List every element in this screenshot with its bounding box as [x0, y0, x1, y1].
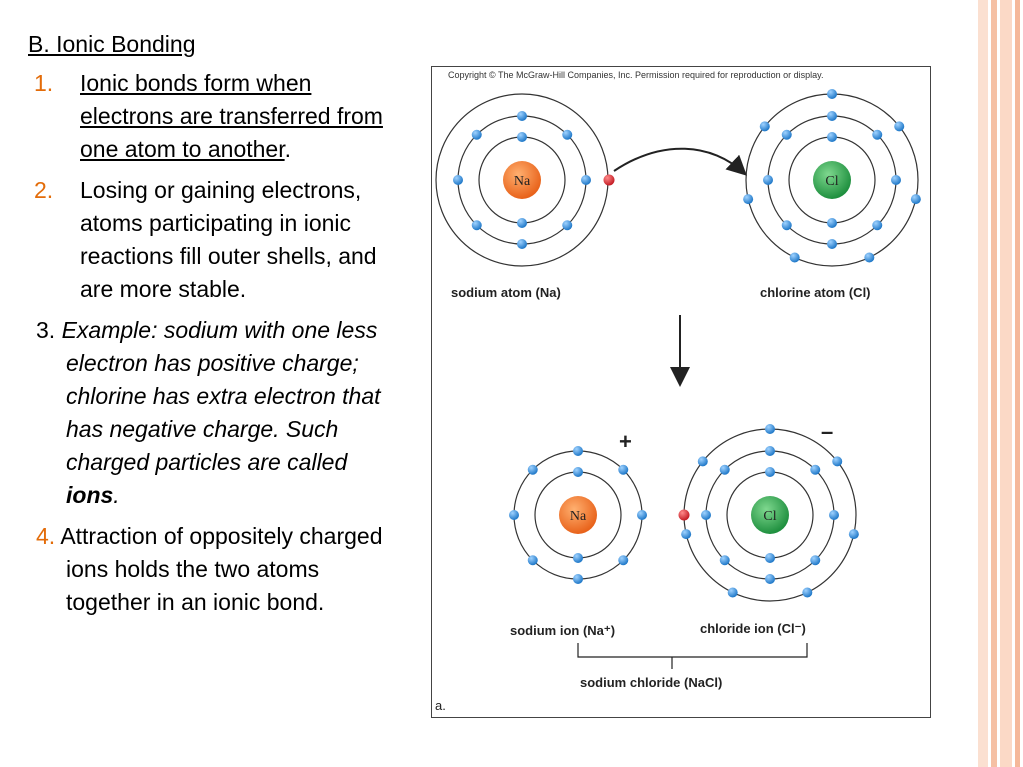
chlorine-atom-label: chlorine atom (Cl) — [760, 285, 871, 300]
item-text: Ionic bonds form when electrons are tran… — [80, 70, 383, 162]
electron — [562, 220, 573, 231]
electron — [765, 446, 775, 456]
sodium-atom-symbol: Na — [514, 174, 531, 189]
chloride-ion-nucleus — [751, 496, 789, 534]
electron — [832, 456, 843, 467]
item-keyword: ions — [66, 482, 114, 508]
electron — [894, 121, 905, 132]
decor-stripe — [1000, 0, 1012, 767]
gained-electron — [678, 509, 690, 521]
electron — [727, 587, 738, 598]
electron — [527, 464, 538, 475]
electron — [517, 239, 527, 249]
electron — [763, 175, 773, 185]
sodium-atom-nucleus — [503, 161, 541, 199]
electron — [827, 89, 837, 99]
decor-stripe — [1015, 0, 1020, 767]
electron — [573, 553, 583, 563]
item-text: Attraction of oppositely charged ions ho… — [60, 523, 383, 615]
electron — [810, 464, 821, 475]
electron — [789, 252, 800, 263]
electron — [517, 218, 527, 228]
list-item: 2. Losing or gaining electrons, atoms pa… — [28, 174, 398, 306]
item-number: 3. — [36, 317, 56, 343]
electron — [765, 553, 775, 563]
item-number: 4. — [36, 523, 56, 549]
electron — [637, 510, 647, 520]
electron — [864, 252, 875, 263]
electron — [471, 129, 482, 140]
electron — [527, 555, 538, 566]
item-punct: . — [284, 136, 291, 162]
compound-bracket — [577, 643, 808, 669]
electron — [562, 129, 573, 140]
list-item: 4. Attraction of oppositely charged ions… — [28, 520, 398, 619]
electron — [759, 121, 770, 132]
electron — [517, 132, 527, 142]
transfer-electron — [603, 174, 615, 186]
chlorine-atom-nucleus — [813, 161, 851, 199]
electron — [848, 529, 859, 540]
ionic-bond-figure: Copyright © The McGraw-Hill Companies, I… — [431, 66, 931, 718]
electron — [681, 529, 692, 540]
electron — [781, 220, 792, 231]
electron — [765, 424, 775, 434]
electron — [701, 510, 711, 520]
electron — [829, 510, 839, 520]
sodium-ion-label: sodium ion (Na⁺) — [510, 623, 615, 638]
electron — [810, 555, 821, 566]
electron — [910, 194, 921, 205]
figure-svg: Copyright © The McGraw-Hill Companies, I… — [435, 70, 921, 713]
slide-text: B. Ionic Bonding 1. Ionic bonds form whe… — [28, 28, 398, 627]
electron — [827, 111, 837, 121]
electron — [618, 464, 629, 475]
electron — [719, 464, 730, 475]
transfer-arrow — [613, 147, 747, 176]
electron — [573, 467, 583, 477]
electron — [891, 175, 901, 185]
compound-label: sodium chloride (NaCl) — [580, 675, 722, 690]
panel-letter: a. — [435, 698, 446, 713]
electron — [453, 175, 463, 185]
electron — [827, 132, 837, 142]
electron — [743, 194, 754, 205]
item-text: Losing or gaining electrons, atoms parti… — [80, 177, 377, 302]
item-number: 2. — [34, 177, 54, 203]
item-number: 1. — [34, 70, 54, 96]
copyright-notice: Copyright © The McGraw-Hill Companies, I… — [448, 70, 823, 80]
electron — [573, 446, 583, 456]
chloride-ion-symbol: Cl — [763, 509, 776, 524]
electron — [827, 239, 837, 249]
electron — [471, 220, 482, 231]
electron — [781, 129, 792, 140]
list-item: 1. Ionic bonds form when electrons are t… — [28, 67, 398, 166]
sodium-ion-nucleus — [559, 496, 597, 534]
electron — [697, 456, 708, 467]
electron — [765, 467, 775, 477]
plus-charge: + — [619, 429, 632, 454]
electron — [765, 574, 775, 584]
electron — [517, 111, 527, 121]
item-punct: . — [113, 482, 120, 508]
item-text: Example: sodium with one less electron h… — [61, 317, 381, 475]
decor-stripe — [991, 0, 997, 767]
sodium-atom-label: sodium atom (Na) — [451, 285, 561, 300]
electron — [573, 574, 583, 584]
electron — [719, 555, 730, 566]
decor-stripe — [978, 0, 988, 767]
slide-heading: B. Ionic Bonding — [28, 31, 196, 57]
electron — [802, 587, 813, 598]
electron — [618, 555, 629, 566]
electron — [509, 510, 519, 520]
electron — [872, 129, 883, 140]
chlorine-atom-symbol: Cl — [825, 174, 838, 189]
sodium-ion-symbol: Na — [570, 509, 587, 524]
minus-charge: – — [821, 419, 833, 444]
list-item: 3. Example: sodium with one less electro… — [28, 314, 398, 512]
electron — [827, 218, 837, 228]
chloride-ion-label: chloride ion (Cl⁻) — [700, 621, 806, 636]
electron — [581, 175, 591, 185]
electron — [872, 220, 883, 231]
